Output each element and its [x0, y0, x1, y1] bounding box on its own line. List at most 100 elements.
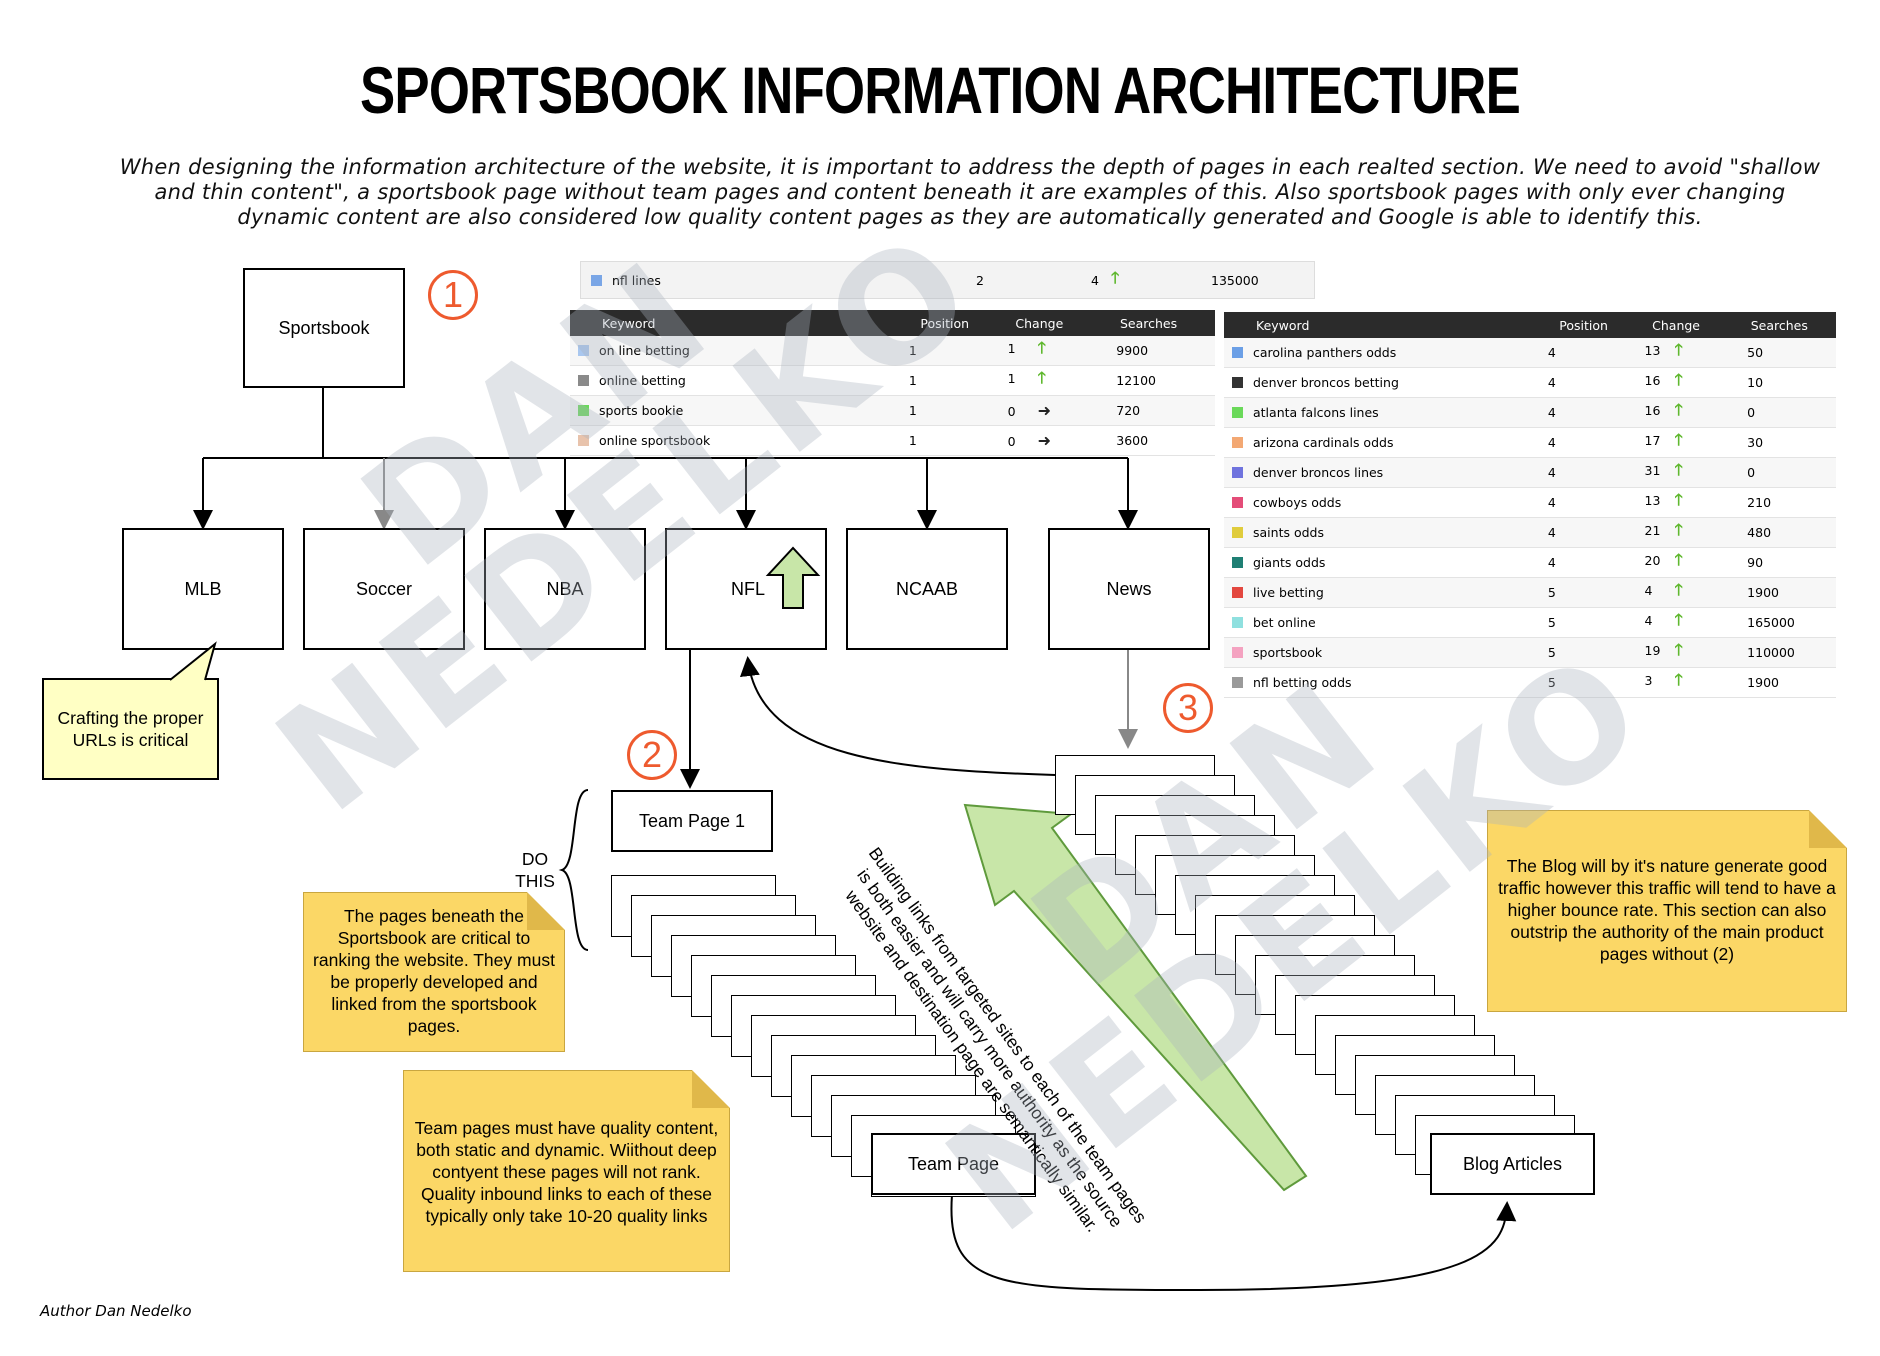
position-cell: 4 — [1547, 465, 1556, 480]
keyword-cell: on line betting — [599, 343, 690, 358]
searches-cell: 9900 — [1116, 343, 1149, 358]
nfl-lines-keyword: nfl lines — [612, 272, 661, 288]
keyword-cell: sportsbook — [1253, 645, 1323, 660]
searches-cell: 50 — [1747, 345, 1764, 360]
table-header: Keyword Position Change Searches — [1224, 312, 1836, 338]
intro-paragraph: When designing the information architect… — [119, 155, 1821, 229]
blog-articles-node: Blog Articles — [1430, 1133, 1595, 1195]
change-cell: 31🡑 — [1644, 460, 1683, 479]
searches-cell: 0 — [1747, 465, 1756, 480]
keyword-table-right: Keyword Position Change Searches carolina pa… — [1224, 312, 1836, 698]
keyword-cell: cowboys odds — [1253, 495, 1342, 510]
keyword-cell: arizona cardinals odds — [1253, 435, 1394, 450]
keyword-cell: online sportsbook — [599, 433, 711, 448]
up-arrow-icon: 🡑 — [1037, 368, 1046, 387]
keyword-cell: atlanta falcons lines — [1253, 405, 1379, 420]
searches-cell: 480 — [1747, 525, 1772, 540]
change-cell: 17🡑 — [1644, 430, 1683, 449]
position-cell: 1 — [908, 343, 917, 358]
step-number-1: 1 — [428, 270, 478, 320]
right-arrow-icon: ➜ — [1037, 401, 1052, 420]
position-cell: 1 — [908, 433, 917, 448]
up-arrow-icon: 🡑 — [1674, 490, 1683, 509]
up-arrow-icon: 🡑 — [1674, 550, 1683, 569]
change-cell: 21🡑 — [1644, 520, 1683, 539]
position-cell: 5 — [1547, 645, 1556, 660]
column-header[interactable]: Keyword — [602, 315, 656, 331]
up-arrow-icon: 🡑 — [1674, 430, 1683, 449]
keyword-cell: denver broncos betting — [1253, 375, 1399, 390]
note-blog-text: The Blog will by it's nature generate go… — [1498, 856, 1836, 964]
change-cell: 20🡑 — [1644, 550, 1683, 569]
up-arrow-icon: 🡑 — [1037, 338, 1046, 357]
column-header[interactable]: Change — [1652, 317, 1700, 333]
column-header[interactable]: Searches — [1750, 317, 1808, 333]
position-cell: 5 — [1547, 585, 1556, 600]
page-title: SPORTSBOOK INFORMATION ARCHITECTURE — [360, 53, 1521, 127]
searches-cell: 110000 — [1747, 645, 1795, 660]
column-header[interactable]: Keyword — [1256, 317, 1310, 333]
searches-cell: 210 — [1747, 495, 1772, 510]
searches-cell: 1900 — [1747, 585, 1779, 600]
keyword-cell: sports bookie — [599, 403, 684, 418]
keyword-cell: giants odds — [1253, 555, 1326, 570]
url-callout: Crafting the proper URLs is critical — [42, 678, 219, 780]
column-header[interactable]: Position — [1559, 317, 1608, 333]
keyword-color-swatch — [1232, 647, 1243, 658]
up-arrow-icon: 🡑 — [1674, 580, 1683, 599]
column-header[interactable]: Position — [920, 315, 970, 331]
position-cell: 1 — [908, 403, 917, 418]
keyword-color-swatch — [578, 405, 589, 416]
searches-cell: 90 — [1747, 555, 1764, 570]
searches-cell: 0 — [1747, 405, 1756, 420]
change-cell: 4🡑 — [1644, 610, 1683, 629]
keyword-color-swatch — [578, 435, 589, 446]
note-blog: The Blog will by it's nature generate go… — [1487, 810, 1847, 1012]
change-cell: 13🡑 — [1644, 490, 1683, 509]
keyword-cell: live betting — [1253, 585, 1324, 600]
right-arrow-icon: ➜ — [1037, 431, 1052, 450]
news-node: News — [1048, 528, 1210, 650]
author-credit: Author Dan Nedelko — [40, 1302, 192, 1320]
searches-cell: 30 — [1747, 435, 1764, 450]
change-cell: 16🡑 — [1644, 400, 1683, 419]
nfl-lines-position: 2 — [976, 272, 984, 288]
searches-cell: 1900 — [1747, 675, 1779, 690]
ncaab-node: NCAAB — [846, 528, 1008, 650]
position-cell: 4 — [1547, 405, 1556, 420]
keyword-color-swatch — [591, 274, 602, 286]
up-arrow-icon: 🡑 — [1674, 640, 1683, 659]
nba-node: NBA — [484, 528, 646, 650]
position-cell: 4 — [1547, 495, 1556, 510]
keyword-cell: online betting — [599, 373, 686, 388]
up-arrow-icon: 🡑 — [1674, 520, 1683, 539]
keyword-color-swatch — [578, 375, 589, 386]
keyword-color-swatch — [1232, 527, 1243, 538]
column-header[interactable]: Searches — [1119, 315, 1178, 331]
keyword-color-swatch — [1232, 467, 1243, 478]
keyword-cell: carolina panthers odds — [1253, 345, 1397, 360]
column-header[interactable]: Change — [1015, 315, 1064, 331]
searches-cell: 10 — [1747, 375, 1764, 390]
do-this-label: DO THIS — [515, 849, 555, 891]
note-pages-beneath-text: The pages beneath the Sportsbook are cri… — [313, 906, 555, 1036]
mlb-node: MLB — [122, 528, 284, 650]
up-arrow-icon: 🡑 — [1674, 670, 1683, 689]
keyword-cell: saints odds — [1253, 525, 1324, 540]
up-arrow-icon: 🡑 — [1674, 460, 1683, 479]
change-cell: 3🡑 — [1644, 670, 1683, 689]
keyword-cell: nfl betting odds — [1253, 675, 1352, 690]
position-cell: 4 — [1547, 435, 1556, 450]
change-cell: 19🡑 — [1644, 640, 1683, 659]
keyword-color-swatch — [1232, 407, 1243, 418]
table-header: Keyword Position Change Searches — [570, 310, 1215, 336]
up-arrow-icon: 🡑 — [1674, 340, 1683, 359]
